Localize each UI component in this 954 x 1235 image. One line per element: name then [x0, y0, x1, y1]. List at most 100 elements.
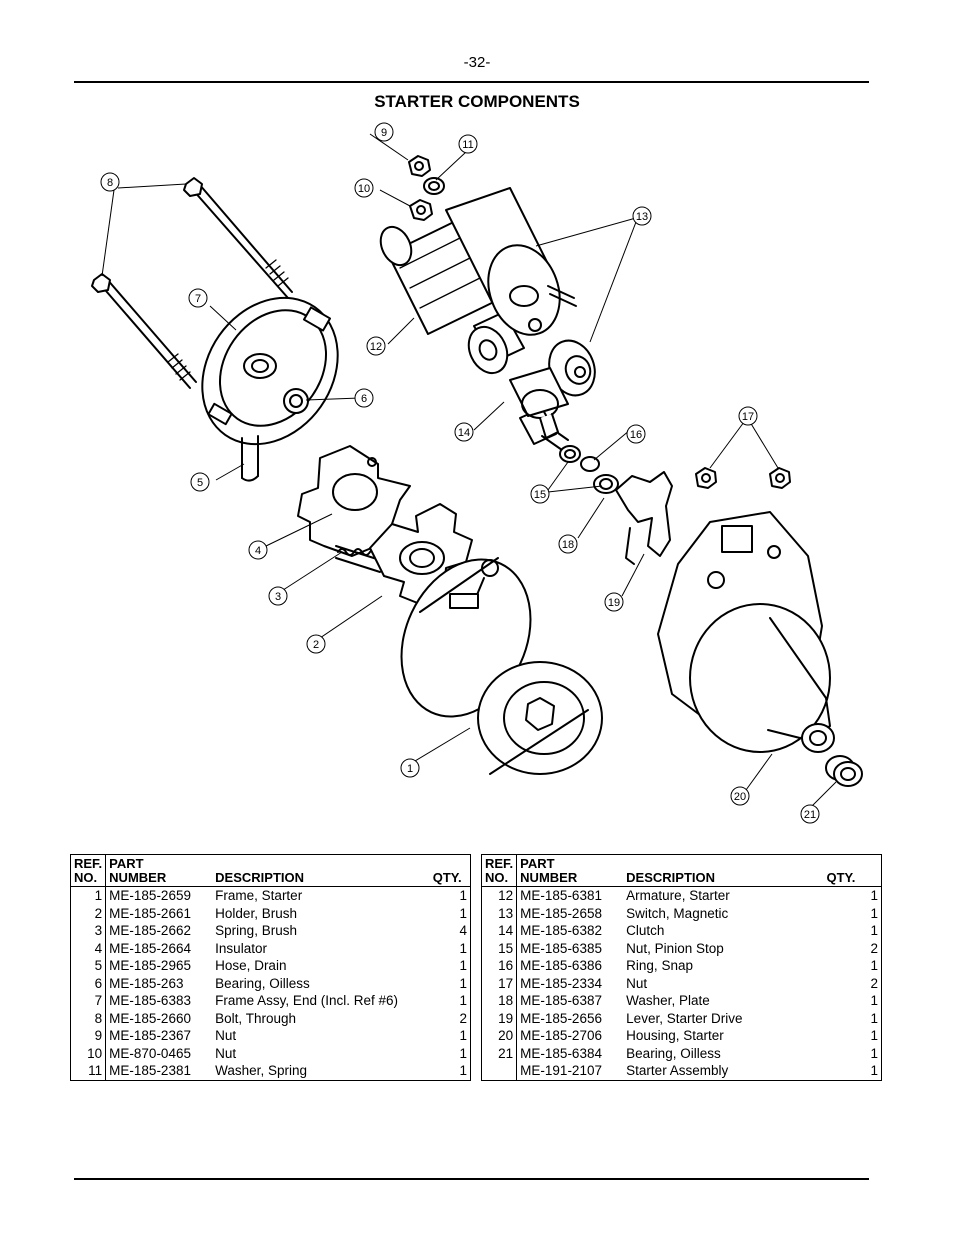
qty-cell: 1 — [870, 1028, 878, 1043]
ref-cell: 8 — [70, 1009, 107, 1027]
part-number-cell: ME-185-6386 — [520, 958, 602, 973]
description-cell: Spring, Brush — [215, 923, 297, 938]
callout-8: 8 — [100, 172, 120, 192]
top-rule — [74, 81, 869, 83]
description-cell: Bearing, Oilless — [215, 975, 310, 991]
qty-cell: 1 — [459, 888, 467, 903]
part-number-cell: ME-185-6384 — [520, 1045, 602, 1061]
svg-text:1: 1 — [407, 763, 413, 775]
callout-21: 21 — [800, 804, 820, 824]
ref-cell: 13 — [481, 904, 518, 922]
exploded-starter-diagram: 1 2 3 4 5 6 7 8 9 10 11 12 13 14 15 16 1… — [91, 122, 863, 824]
description-cell: Ring, Snap — [626, 958, 693, 973]
description-cell: Switch, Magnetic — [626, 905, 729, 921]
svg-text:17: 17 — [742, 411, 754, 423]
description-cell: Lever, Starter Drive — [626, 1010, 743, 1026]
through-bolts — [91, 177, 293, 389]
qty-cell: 1 — [870, 1045, 878, 1061]
ref-cell: 5 — [70, 957, 107, 975]
ref-cell: 10 — [70, 1044, 107, 1062]
callout-17: 17 — [738, 406, 758, 426]
ref-cell: 3 — [70, 922, 107, 940]
part-number-cell: ME-185-6385 — [520, 940, 602, 956]
ref-cell: 17 — [481, 974, 518, 992]
part-number-cell: ME-185-6387 — [520, 993, 602, 1008]
qty-header: QTY. — [429, 854, 471, 887]
part-number-cell: ME-185-2965 — [109, 958, 191, 973]
callout-11: 11 — [458, 134, 478, 154]
drive-lever — [615, 471, 673, 565]
callout-6: 6 — [354, 388, 374, 408]
description-cell: Nut — [215, 1045, 237, 1061]
callout-13: 13 — [632, 206, 652, 226]
description-cell: Bearing, Oilless — [626, 1045, 721, 1061]
description-header: DESCRIPTION — [212, 854, 430, 887]
bearing-21 — [825, 755, 863, 787]
callout-labels: 1 2 3 4 5 6 7 8 9 10 11 12 13 14 15 16 1… — [100, 122, 820, 824]
description-cell: Insulator — [215, 940, 267, 956]
starter-frame — [400, 557, 603, 775]
qty-cell: 2 — [459, 1010, 467, 1026]
page-title: STARTER COMPONENTS — [374, 92, 580, 111]
ref-cell: 14 — [481, 922, 518, 940]
insulator — [297, 445, 411, 557]
qty-cell: 1 — [459, 993, 467, 1008]
description-cell: Bolt, Through — [215, 1010, 296, 1026]
ref-cell: 11 — [70, 1062, 107, 1080]
svg-text:8: 8 — [107, 177, 113, 189]
part-number-cell: ME-185-2661 — [109, 905, 191, 921]
part-number-cell: ME-185-2662 — [109, 923, 191, 938]
ref-header: REF.NO. — [70, 854, 107, 887]
part-number-cell: ME-185-2658 — [520, 905, 602, 921]
description-cell: Armature, Starter — [626, 888, 730, 903]
description-cell: Holder, Brush — [215, 905, 297, 921]
description-cell: Washer, Plate — [626, 993, 710, 1008]
svg-text:19: 19 — [608, 597, 620, 609]
description-cell: Nut, Pinion Stop — [626, 940, 724, 956]
qty-cell: 1 — [459, 905, 467, 921]
ref-cell: 9 — [70, 1027, 107, 1045]
description-cell: Hose, Drain — [215, 958, 287, 973]
callout-7: 7 — [188, 288, 208, 308]
ref-header: REF.NO. — [481, 854, 518, 887]
small-nuts-washers — [408, 155, 445, 221]
ref-cell: 16 — [481, 957, 518, 975]
callout-3: 3 — [268, 586, 288, 606]
callout-2: 2 — [306, 634, 326, 654]
svg-text:12: 12 — [370, 341, 382, 353]
qty-cell: 1 — [870, 1010, 878, 1026]
part-number-cell: ME-185-2706 — [520, 1028, 602, 1043]
qty-cell: 1 — [870, 958, 878, 973]
part-number-cell: ME-185-2334 — [520, 975, 602, 991]
callout-10: 10 — [354, 178, 374, 198]
ref-cell: 2 — [70, 904, 107, 922]
qty-cell: 1 — [459, 1063, 467, 1078]
description-cell: Starter Assembly — [626, 1063, 729, 1078]
description-cell: Nut — [215, 1028, 237, 1043]
housing-nuts — [695, 467, 791, 489]
svg-text:14: 14 — [458, 427, 470, 439]
callout-19: 19 — [604, 592, 624, 612]
qty-cell: 1 — [870, 905, 878, 921]
page-number: -32- — [463, 54, 491, 71]
